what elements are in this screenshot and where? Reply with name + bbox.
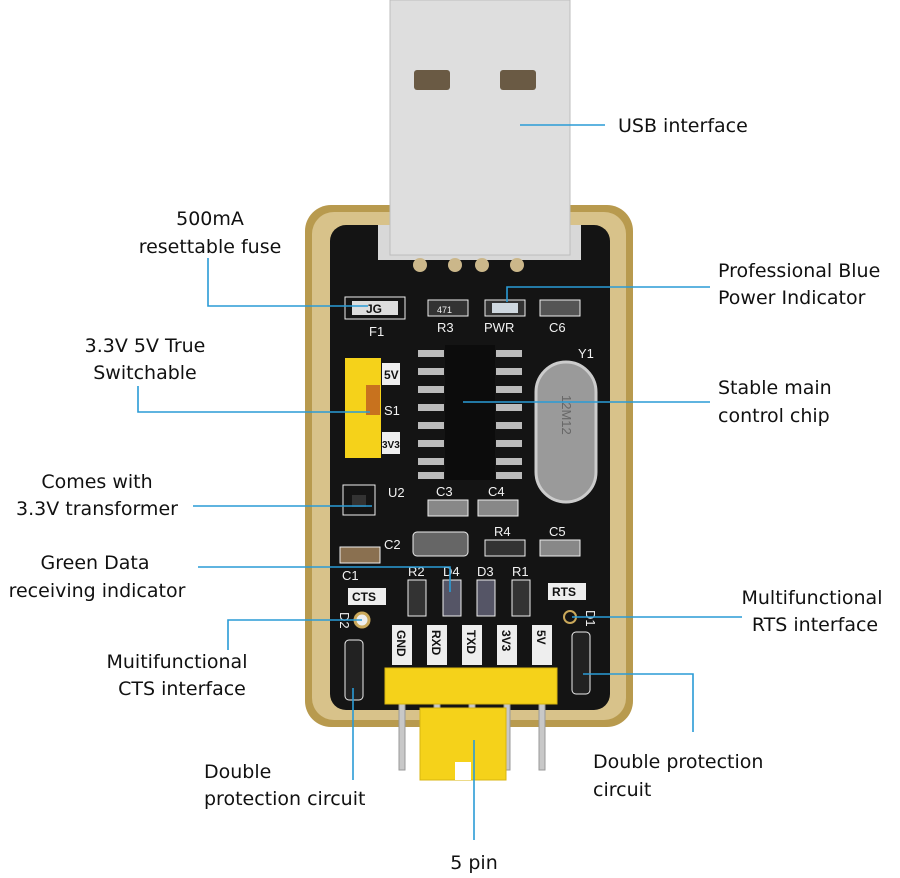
fuse-marking: JG [366,302,382,316]
silkscreen-label: R3 [437,320,454,335]
silkscreen-label: CTS [352,590,376,604]
silkscreen-label: D3 [477,564,494,579]
label-power-led-1: Professional Blue [718,260,880,282]
silkscreen-label: R4 [494,524,511,539]
silkscreen-labels: F1 R3 PWR C6 Y1 5V S1 3V3 U2 C3 C4 C2 R4… [337,320,598,629]
label-5-pin: 5 pin [450,852,498,874]
label-data-led-1: Green Data [41,552,150,574]
usb-connector [378,0,581,272]
label-cts-1: Muitifunctional [107,651,248,673]
label-usb-interface: USB interface [618,115,748,137]
silkscreen-label: D1 [583,610,598,627]
callout-labels: USB interface 500mA resettable fuse Prof… [9,115,883,874]
label-chip-2: control chip [718,405,830,427]
silkscreen-label: R1 [512,564,529,579]
silkscreen-label: Y1 [578,346,594,361]
label-fuse-2: resettable fuse [139,236,282,258]
pin-label-txd: TXD [464,630,478,654]
callout-lines [137,124,742,840]
label-transformer-1: Comes with [41,471,152,493]
label-protect-right-1: Double protection [593,751,763,773]
silkscreen-label: C1 [342,568,359,583]
silkscreen-label: 3V3 [382,440,400,451]
silkscreen-label: C3 [436,484,453,499]
label-chip-1: Stable main [718,377,832,399]
label-protect-left-1: Double [204,761,271,783]
label-switch-1: 3.3V 5V True [85,335,206,357]
pin-label-5v: 5V [534,630,548,645]
label-fuse-1: 500mA [176,208,244,230]
label-data-led-2: receiving indicator [9,580,186,602]
label-rts-1: Multifunctional [742,587,883,609]
pin-header: GND RXD TXD 3V3 5V [384,625,558,781]
silkscreen-label: C6 [549,320,566,335]
pin-label-gnd: GND [394,630,408,657]
label-protect-left-2: protection circuit [204,788,365,810]
r3-marking: 471 [437,305,452,315]
pin-label-3v3: 3V3 [499,630,513,652]
crystal-marking: 12M12 [559,395,574,435]
label-rts-2: RTS interface [752,614,878,636]
silkscreen-label: C2 [384,537,401,552]
silkscreen-label: S1 [384,403,400,418]
silkscreen-label: C5 [549,524,566,539]
silkscreen-label: PWR [484,320,514,335]
silkscreen-label: C4 [488,484,505,499]
silkscreen-label: U2 [388,485,405,500]
label-switch-2: Switchable [93,362,197,384]
silkscreen-label: F1 [369,324,384,339]
silkscreen-label: RTS [552,585,576,599]
pin-label-rxd: RXD [429,630,443,656]
label-transformer-2: 3.3V transformer [16,498,178,520]
silkscreen-label: 5V [384,368,399,382]
components: JG 471 12M12 [339,296,598,701]
label-protect-right-2: circuit [593,779,651,801]
label-power-led-2: Power Indicator [718,287,866,309]
label-cts-2: CTS interface [118,678,246,700]
